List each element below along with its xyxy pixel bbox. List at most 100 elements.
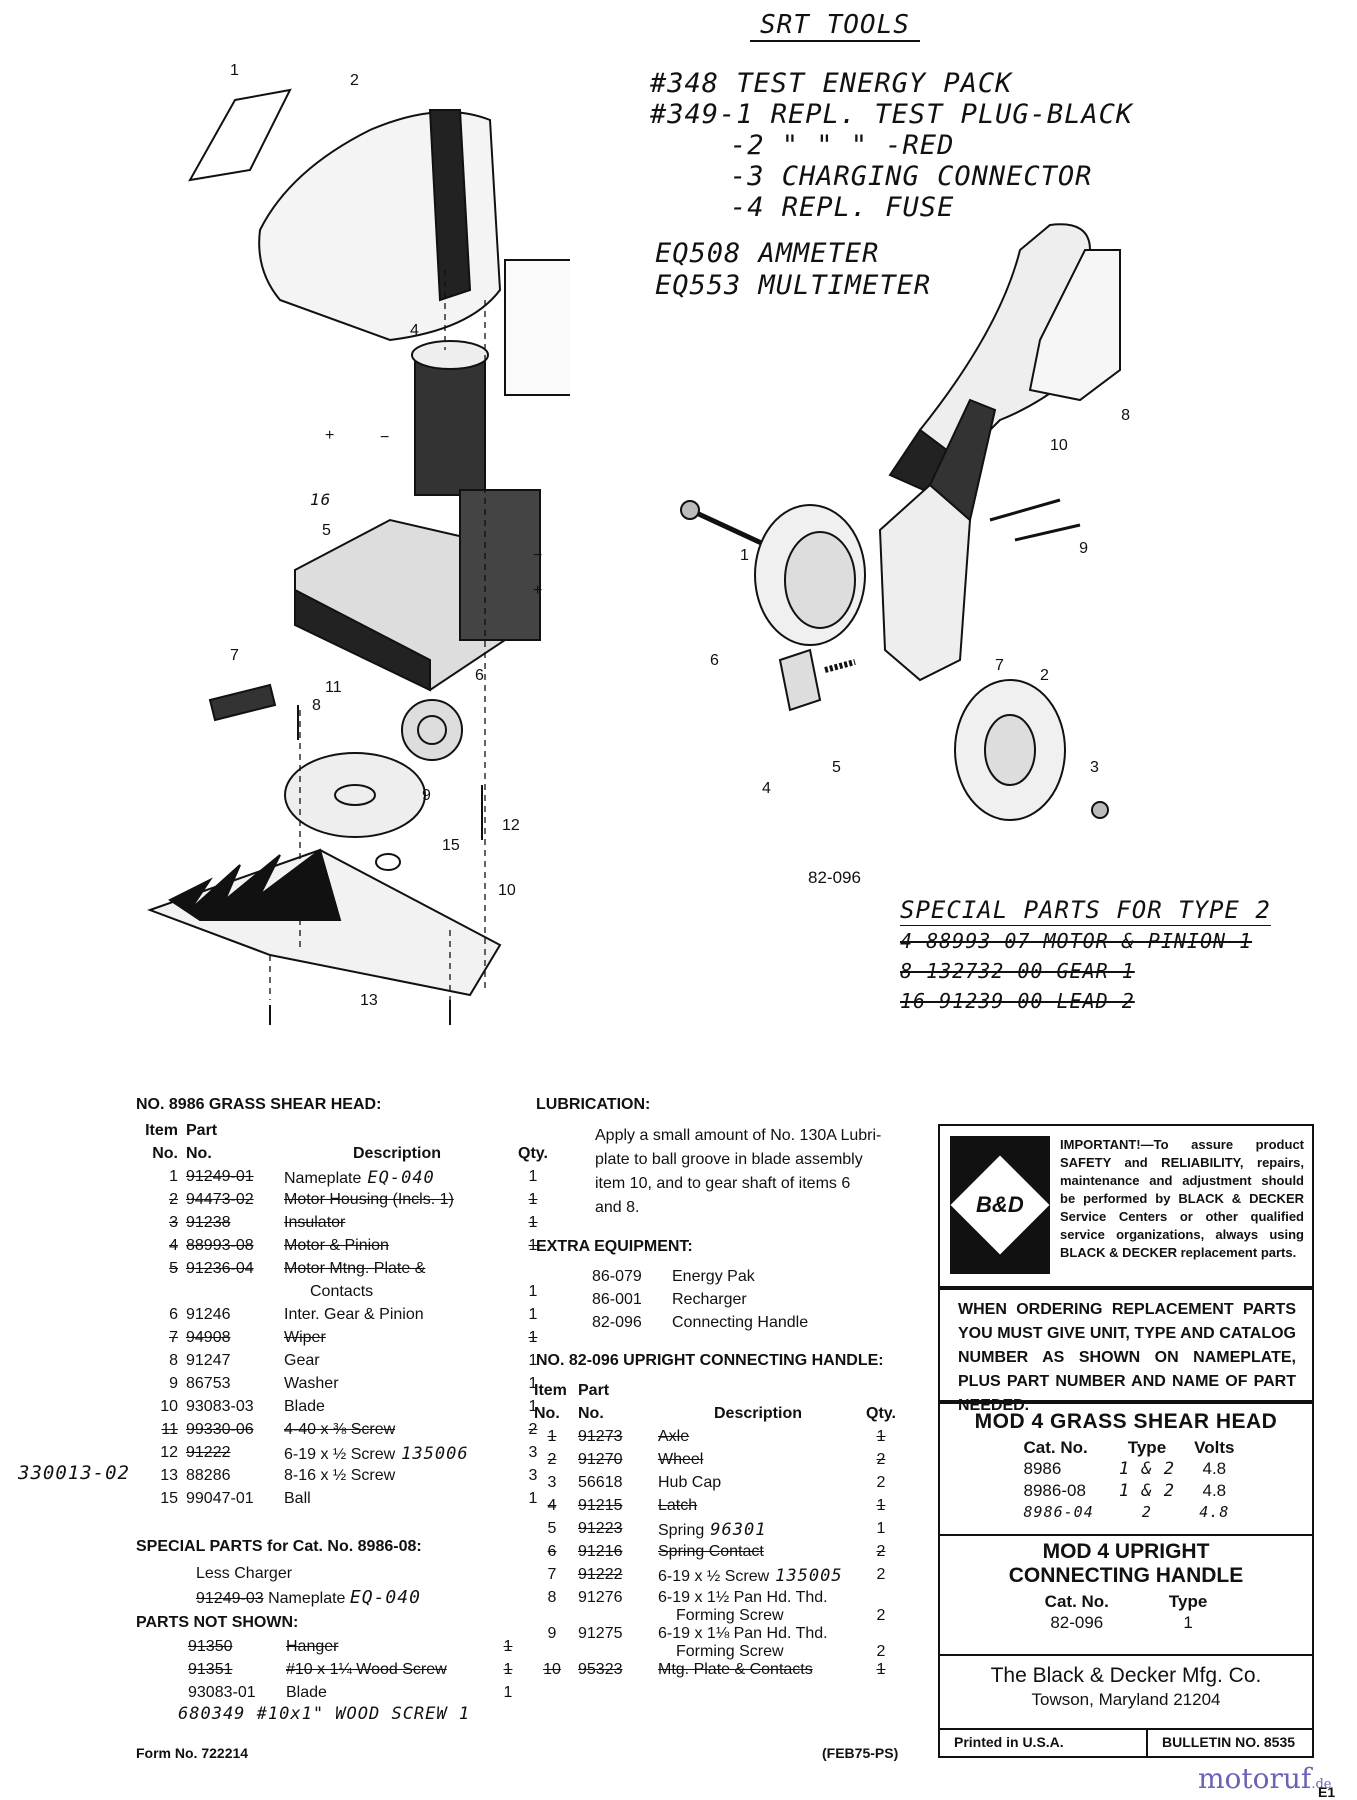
part-description-line: Spring — [658, 1522, 705, 1539]
callout-label: 5 — [832, 759, 841, 776]
item-number: 15 — [160, 1490, 178, 1507]
blade-part — [147, 848, 502, 997]
handwritten-title: SRT TOOLS — [750, 10, 920, 42]
part-number: 88286 — [186, 1467, 231, 1484]
callout-label: 6 — [475, 667, 484, 684]
callout-label: 8 — [1121, 407, 1130, 424]
part-description: Energy Pak — [672, 1268, 755, 1285]
table-header-row: No. No. Description Qty. — [130, 1145, 552, 1168]
upright-title: MOD 4 UPRIGHT — [1042, 1540, 1210, 1563]
cat-no: 8986 — [1023, 1459, 1062, 1478]
shear-head-title: NO. 8986 GRASS SHEAR HEAD: — [136, 1096, 382, 1113]
volts: 4.8 — [1199, 1503, 1230, 1521]
part-description: Gear — [284, 1352, 320, 1369]
item-number: 8 — [169, 1352, 178, 1369]
part-number: 91275 — [578, 1625, 623, 1642]
part-description: Recharger — [672, 1291, 747, 1308]
item-number: 2 — [547, 1451, 557, 1468]
quantity: 1 — [528, 1306, 538, 1323]
part-description-line: Forming Screw — [676, 1607, 784, 1624]
item-number: 4 — [169, 1237, 178, 1254]
callout-label: 8 — [312, 697, 321, 714]
part-number: 91222 — [578, 1566, 623, 1583]
quantity: 1 — [528, 1168, 538, 1185]
column-header: Cat. No. — [1023, 1438, 1088, 1457]
tool-line: #349-1 REPL. TEST PLUG-BLACK — [650, 99, 1134, 130]
cat-no: 8986-04 — [1023, 1503, 1094, 1521]
callout-label: 9 — [1079, 540, 1088, 557]
part-description: Washer — [284, 1375, 339, 1392]
table-header-row: No. No. Description Qty. — [530, 1405, 900, 1428]
quantity: 2 — [876, 1543, 886, 1560]
column-header: Volts — [1194, 1438, 1235, 1457]
mod4-shear-title: MOD 4 GRASS SHEAR HEAD — [974, 1410, 1278, 1433]
part-number: 88993-08 — [186, 1237, 254, 1254]
part-number: 82-096 — [592, 1314, 642, 1331]
handwritten-note: 96301 — [710, 1520, 767, 1540]
quantity: 2 — [876, 1607, 886, 1624]
spring-part — [824, 659, 856, 673]
part-number: 99047-01 — [186, 1490, 254, 1507]
quantity: 1 — [528, 1283, 538, 1300]
mounting-plate-part — [1028, 249, 1121, 402]
quantity: 1 — [876, 1520, 886, 1537]
upright-handle-section: MOD 4 UPRIGHT CONNECTING HANDLE Cat. No.… — [940, 1536, 1312, 1654]
item-number — [130, 1283, 182, 1306]
column-header: No. — [534, 1405, 560, 1422]
part-number: 86753 — [186, 1375, 231, 1392]
special-part-line: 4 88993-07 MOTOR & PINION 1 — [900, 929, 1253, 953]
column-header: Qty. — [518, 1145, 548, 1162]
item-number: 5 — [169, 1260, 178, 1277]
quantity: 1 — [528, 1490, 538, 1507]
watermark-name: motoruf — [1198, 1762, 1312, 1795]
item-number: 8 — [547, 1589, 557, 1606]
lubrication-line: and 8. — [595, 1199, 640, 1216]
item-number: 6 — [547, 1543, 557, 1560]
part-description-line: Axle — [658, 1428, 690, 1445]
quantity: 1 — [503, 1684, 513, 1701]
callout-label: − — [533, 547, 542, 564]
type: 2 — [1141, 1503, 1152, 1521]
hub-cap-part — [1091, 801, 1109, 819]
nameplate-part — [188, 88, 292, 182]
part-description: Ball — [284, 1490, 311, 1507]
motor-part — [414, 354, 486, 496]
part-number: 91273 — [578, 1428, 623, 1445]
column-header: Description — [713, 1405, 802, 1422]
part-number: 94908 — [186, 1329, 231, 1346]
part-description: Motor Mtng. Plate & — [284, 1260, 426, 1277]
quantity: 2 — [876, 1566, 886, 1583]
company-name: The Black & Decker Mfg. Co. — [990, 1664, 1262, 1687]
table-row: 8986 1 & 2 4.8 — [1004, 1458, 1249, 1480]
part-number: 91247 — [186, 1352, 231, 1369]
quantity: 3 — [528, 1467, 538, 1484]
part-number: 91216 — [578, 1543, 623, 1560]
part-number: 93083-01 — [188, 1684, 256, 1701]
part-description: Nameplate — [268, 1590, 346, 1607]
column-header: Cat. No. — [1044, 1592, 1109, 1611]
quantity: 3 — [528, 1444, 538, 1461]
quantity: 2 — [876, 1643, 886, 1660]
column-header: Qty. — [866, 1405, 896, 1422]
part-number: 91215 — [578, 1497, 623, 1514]
quantity: 1 — [876, 1661, 886, 1678]
part-description: Inter. Gear & Pinion — [284, 1306, 424, 1323]
handwritten-note: 135006 — [401, 1444, 469, 1464]
part-number: 91236-04 — [186, 1260, 254, 1277]
item-number: 3 — [169, 1214, 178, 1231]
table-row: 8986-08 1 & 2 4.8 — [1004, 1480, 1249, 1502]
